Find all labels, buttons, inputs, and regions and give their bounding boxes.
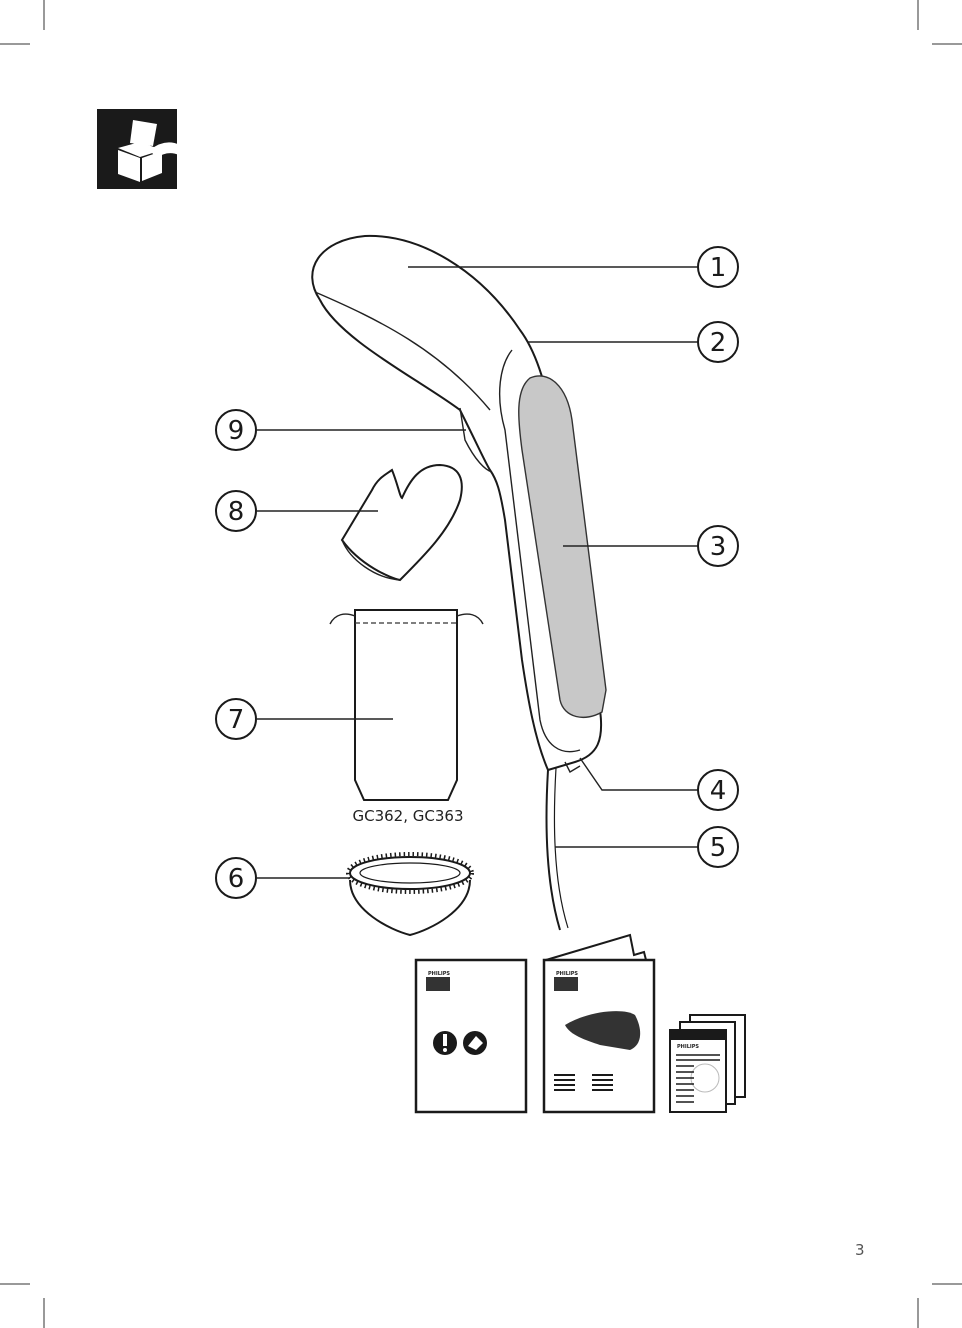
callout-7: 7 (215, 698, 257, 740)
svg-text:4: 4 (710, 776, 727, 806)
svg-text:2: 2 (710, 328, 727, 358)
callout-8: 8 (215, 490, 257, 532)
svg-text:5: 5 (710, 833, 727, 863)
svg-text:7: 7 (228, 705, 245, 735)
garment-steamer (311, 234, 607, 931)
booklet-brand: PHILIPS (677, 1044, 699, 1050)
callout-4: 4 (697, 769, 739, 811)
page-number: 3 (855, 1241, 865, 1259)
model-label: GC362, GC363 (353, 807, 464, 825)
callout-2: 2 (697, 321, 739, 363)
worldwide-guarantee-leaflet: PHILIPS (669, 1014, 746, 1113)
heat-resistant-glove (340, 463, 463, 582)
storage-bag (329, 609, 484, 801)
svg-text:9: 9 (228, 416, 245, 446)
svg-text:6: 6 (228, 864, 245, 894)
callout-3: 3 (697, 525, 739, 567)
user-manual: PHILIPS (542, 933, 656, 1114)
callout-9: 9 (215, 409, 257, 451)
svg-text:3: 3 (710, 532, 727, 562)
unpacking-box-icon (97, 109, 191, 189)
leader-lines (257, 266, 698, 879)
callout-5: 5 (697, 826, 739, 868)
booklet-brand: PHILIPS (428, 971, 450, 977)
safety-leaflet: PHILIPS (414, 958, 528, 1114)
booklet-brand: PHILIPS (556, 971, 578, 977)
brush-attachment (346, 852, 474, 937)
svg-text:1: 1 (710, 253, 727, 283)
callout-1: 1 (697, 246, 739, 288)
callout-6: 6 (215, 857, 257, 899)
svg-text:8: 8 (228, 497, 245, 527)
